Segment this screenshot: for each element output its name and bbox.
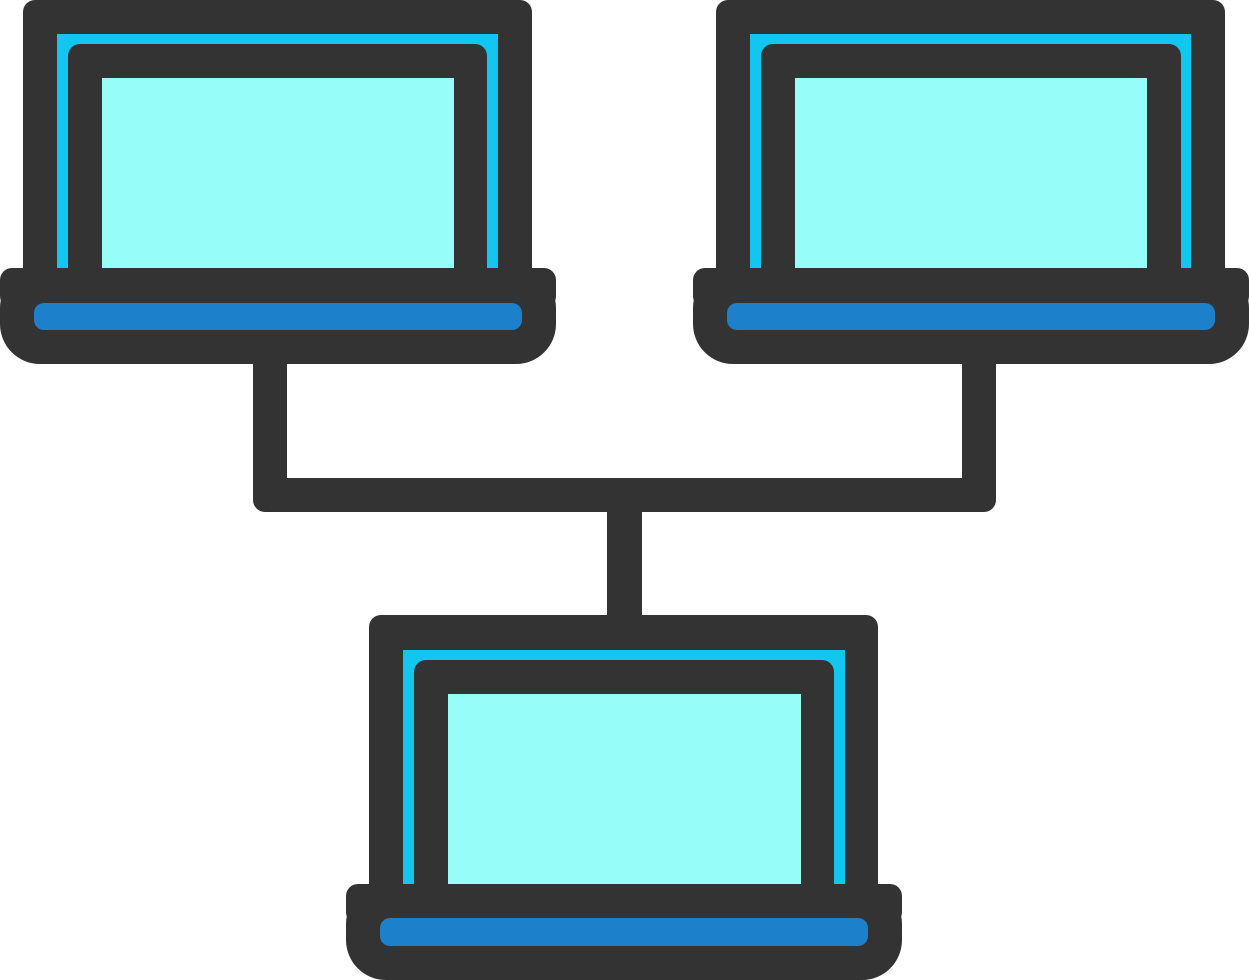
laptop-screen xyxy=(102,78,454,270)
laptop-screen xyxy=(795,78,1147,270)
laptop-base xyxy=(727,303,1215,330)
laptop-base xyxy=(34,303,522,330)
connector-left-vertical xyxy=(253,345,287,500)
laptop-base xyxy=(380,918,868,946)
laptop-top-left xyxy=(0,0,556,364)
connector-right-vertical xyxy=(962,345,996,500)
network-connector xyxy=(253,345,996,630)
connector-center-vertical xyxy=(607,495,642,630)
laptop-bottom-center xyxy=(346,615,902,980)
laptop-screen xyxy=(448,694,801,886)
laptop-top-right xyxy=(693,0,1249,364)
